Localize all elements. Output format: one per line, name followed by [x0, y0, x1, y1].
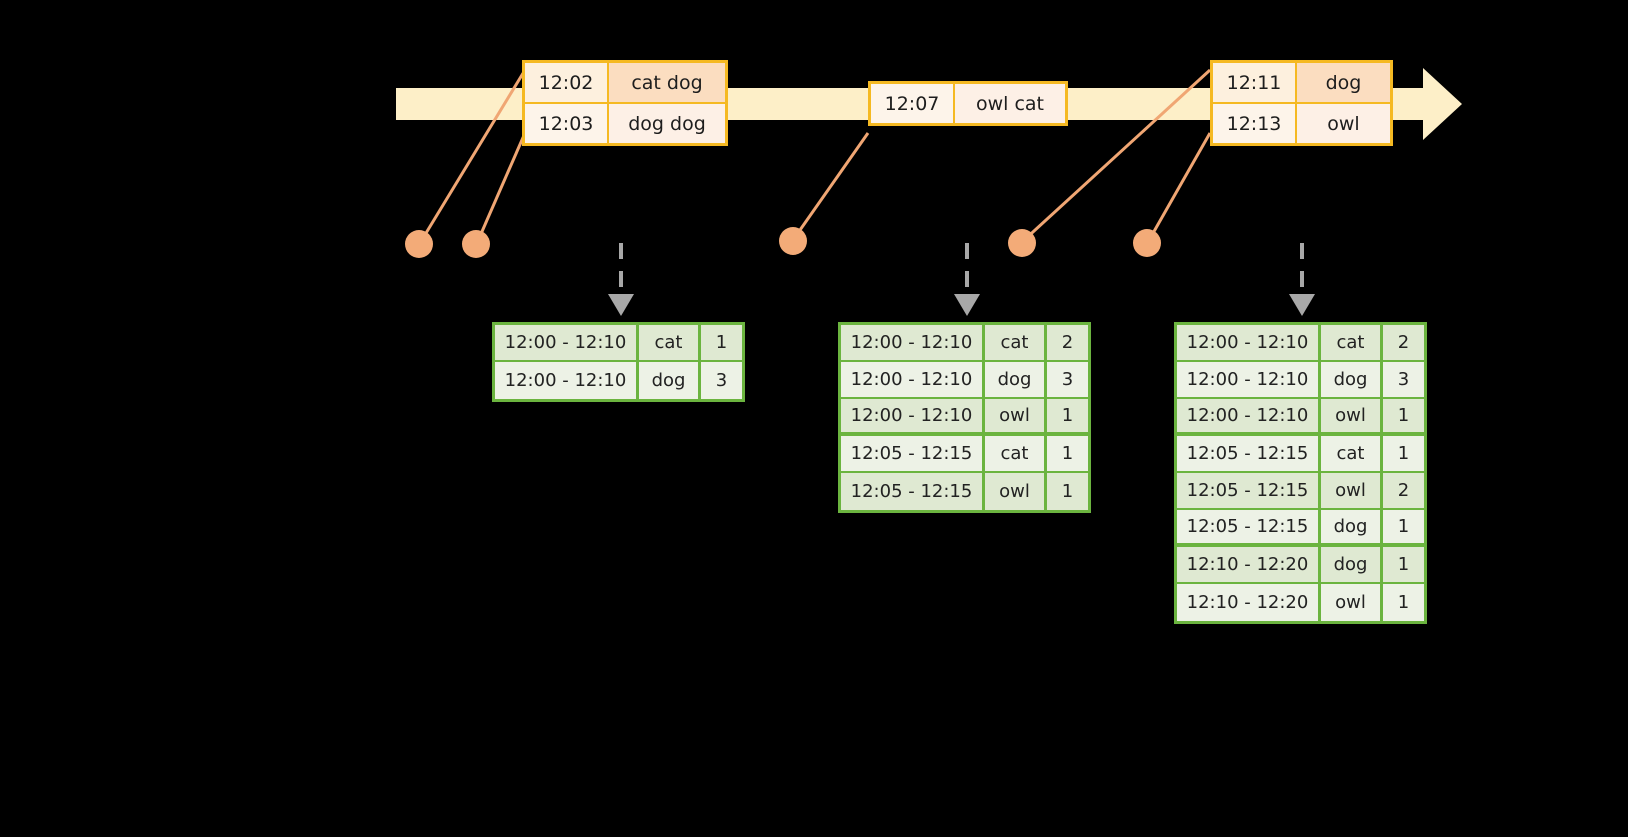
count-cell: 1: [1047, 436, 1088, 471]
window-cell: 12:05 - 12:15: [1177, 473, 1321, 508]
word-cell: owl: [985, 399, 1047, 432]
word-cell: cat: [1321, 436, 1383, 471]
word-cell: owl: [1321, 473, 1383, 508]
result-table-2: 12:00 - 12:10 cat 2 12:00 - 12:10 dog 3 …: [838, 322, 1091, 513]
word-cell: owl: [1321, 584, 1383, 621]
event-row: 12:11 dog: [1213, 63, 1390, 102]
count-cell: 3: [1383, 362, 1424, 397]
word-cell: cat: [639, 325, 701, 360]
count-cell: 1: [1383, 584, 1424, 621]
table-row: 12:00 - 12:10 cat 2: [1177, 325, 1424, 362]
window-cell: 12:10 - 12:20: [1177, 584, 1321, 621]
event-dot: [779, 227, 807, 255]
count-cell: 1: [1383, 436, 1424, 471]
event-words: cat dog: [609, 63, 725, 102]
word-cell: cat: [985, 325, 1047, 360]
count-cell: 1: [1383, 510, 1424, 543]
count-cell: 3: [1047, 362, 1088, 397]
word-cell: dog: [1321, 510, 1383, 543]
table-row: 12:00 - 12:10 owl 1: [1177, 399, 1424, 436]
window-cell: 12:00 - 12:10: [841, 325, 985, 360]
table-row: 12:00 - 12:10 cat 2: [841, 325, 1088, 362]
window-cell: 12:00 - 12:10: [1177, 325, 1321, 360]
count-cell: 1: [1383, 547, 1424, 582]
event-dots: [405, 227, 1161, 258]
word-cell: dog: [985, 362, 1047, 397]
word-cell: dog: [1321, 547, 1383, 582]
event-time: 12:11: [1213, 63, 1297, 102]
result-table-3: 12:00 - 12:10 cat 2 12:00 - 12:10 dog 3 …: [1174, 322, 1427, 624]
count-cell: 1: [1047, 473, 1088, 510]
event-words: owl cat: [955, 84, 1065, 123]
count-cell: 1: [1383, 399, 1424, 432]
window-cell: 12:05 - 12:15: [1177, 510, 1321, 543]
window-cell: 12:00 - 12:10: [1177, 399, 1321, 432]
count-cell: 2: [1383, 325, 1424, 360]
event-box-2: 12:07 owl cat: [868, 81, 1068, 126]
event-row: 12:07 owl cat: [871, 84, 1065, 123]
count-cell: 3: [701, 362, 742, 399]
count-cell: 2: [1047, 325, 1088, 360]
word-cell: cat: [1321, 325, 1383, 360]
window-cell: 12:05 - 12:15: [841, 473, 985, 510]
word-cell: owl: [1321, 399, 1383, 432]
event-time: 12:07: [871, 84, 955, 123]
event-dot: [1133, 229, 1161, 257]
event-box-3: 12:11 dog 12:13 owl: [1210, 60, 1393, 146]
event-words: dog dog: [609, 104, 725, 143]
count-cell: 1: [701, 325, 742, 360]
result-arrowheads: [608, 294, 1315, 316]
table-row: 12:05 - 12:15 owl 2: [1177, 473, 1424, 510]
word-cell: dog: [1321, 362, 1383, 397]
window-cell: 12:00 - 12:10: [841, 399, 985, 432]
table-row: 12:05 - 12:15 cat 1: [1177, 436, 1424, 473]
event-row: 12:13 owl: [1213, 102, 1390, 143]
event-row: 12:02 cat dog: [525, 63, 725, 102]
result-table-1: 12:00 - 12:10 cat 1 12:00 - 12:10 dog 3: [492, 322, 745, 402]
table-row: 12:00 - 12:10 dog 3: [1177, 362, 1424, 399]
table-row: 12:10 - 12:20 dog 1: [1177, 547, 1424, 584]
event-dot: [405, 230, 433, 258]
event-dot: [462, 230, 490, 258]
event-box-1: 12:02 cat dog 12:03 dog dog: [522, 60, 728, 146]
window-cell: 12:05 - 12:15: [1177, 436, 1321, 471]
table-row: 12:10 - 12:20 owl 1: [1177, 584, 1424, 621]
word-cell: owl: [985, 473, 1047, 510]
table-row: 12:00 - 12:10 dog 3: [841, 362, 1088, 399]
window-cell: 12:00 - 12:10: [1177, 362, 1321, 397]
event-time: 12:03: [525, 104, 609, 143]
window-cell: 12:00 - 12:10: [841, 362, 985, 397]
table-row: 12:00 - 12:10 owl 1: [841, 399, 1088, 436]
event-time: 12:13: [1213, 104, 1297, 143]
event-time: 12:02: [525, 63, 609, 102]
result-arrows: [619, 243, 1304, 295]
window-cell: 12:10 - 12:20: [1177, 547, 1321, 582]
window-cell: 12:00 - 12:10: [495, 325, 639, 360]
word-cell: dog: [639, 362, 701, 399]
event-dot: [1008, 229, 1036, 257]
table-row: 12:00 - 12:10 dog 3: [495, 362, 742, 399]
count-cell: 1: [1047, 399, 1088, 432]
table-row: 12:05 - 12:15 cat 1: [841, 436, 1088, 473]
window-cell: 12:05 - 12:15: [841, 436, 985, 471]
window-cell: 12:00 - 12:10: [495, 362, 639, 399]
table-row: 12:05 - 12:15 owl 1: [841, 473, 1088, 510]
table-row: 12:00 - 12:10 cat 1: [495, 325, 742, 362]
table-row: 12:05 - 12:15 dog 1: [1177, 510, 1424, 547]
event-words: owl: [1297, 104, 1390, 143]
count-cell: 2: [1383, 473, 1424, 508]
word-cell: cat: [985, 436, 1047, 471]
event-row: 12:03 dog dog: [525, 102, 725, 143]
event-words: dog: [1297, 63, 1390, 102]
